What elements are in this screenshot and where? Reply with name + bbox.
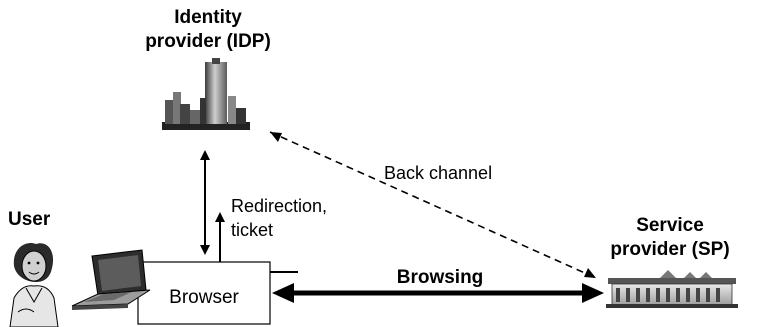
sp-title-line2: provider (SP)	[610, 239, 730, 260]
browser-label: Browser	[169, 287, 239, 308]
building-icon	[606, 270, 738, 308]
idp-title-line2: provider (IDP)	[145, 31, 271, 52]
user-title: User	[8, 209, 51, 230]
redirection-label-line1: Redirection,	[231, 196, 328, 216]
back-channel-label: Back channel	[384, 163, 493, 183]
back-channel-arrowhead-idp	[270, 132, 282, 142]
idp-title-line1: Identity	[174, 7, 242, 28]
browsing-arrowhead-left	[272, 283, 294, 303]
idp-title: Identity provider (IDP)	[108, 6, 308, 54]
redirection-label-line2: ticket	[231, 220, 274, 240]
city-skyline-icon	[162, 58, 250, 130]
sp-title: Service provider (SP)	[590, 214, 750, 262]
sp-title-line1: Service	[636, 215, 704, 236]
redirection-label: Redirection, ticket	[231, 194, 327, 242]
laptop-icon	[71, 249, 151, 310]
back-channel-arrowhead-sp	[584, 268, 596, 278]
browsing-arrowhead-right	[582, 283, 604, 303]
woman-user-icon	[9, 242, 59, 327]
browsing-label: Browsing	[396, 267, 484, 288]
